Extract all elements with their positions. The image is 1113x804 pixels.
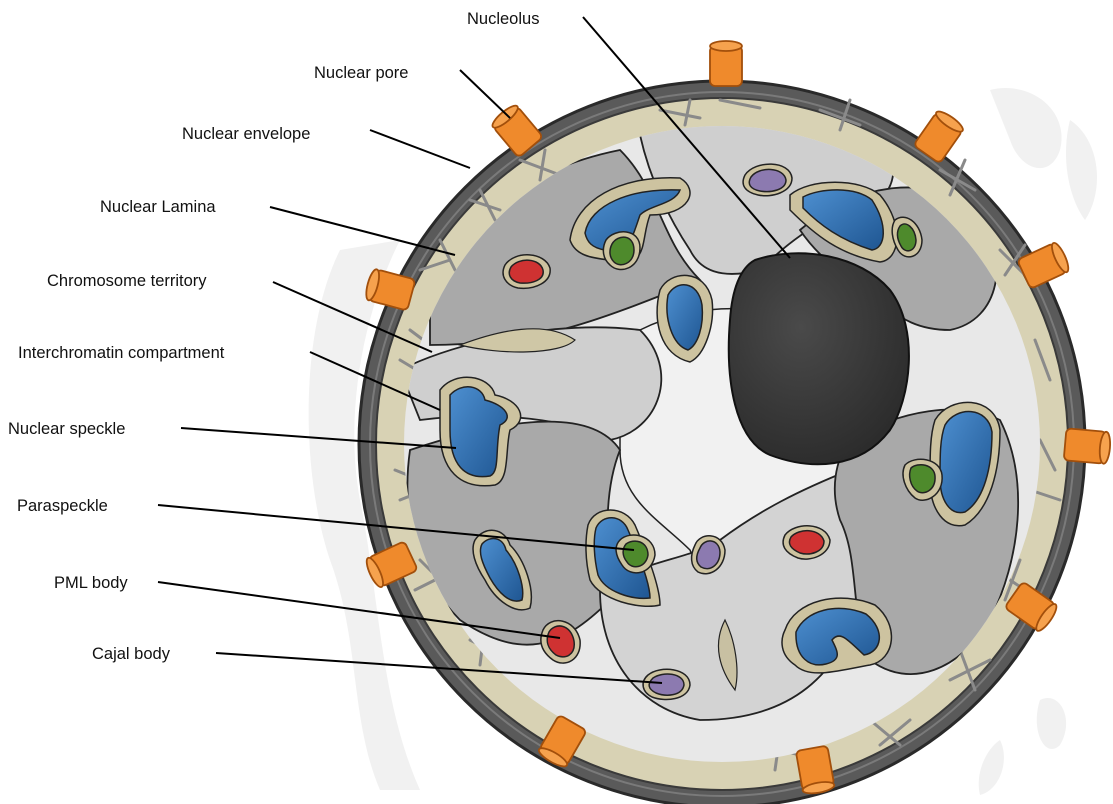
- leader-line-nuclear-pore: [460, 70, 510, 118]
- label-nuclear-envelope: Nuclear envelope: [182, 125, 310, 143]
- leader-line-nuclear-envelope: [370, 130, 470, 168]
- label-interchromatin-compartment: Interchromatin compartment: [18, 344, 225, 362]
- label-pml-body: PML body: [54, 574, 128, 592]
- label-nucleolus: Nucleolus: [467, 10, 539, 28]
- nucleolus: [729, 253, 909, 464]
- label-paraspeckle: Paraspeckle: [17, 497, 108, 515]
- label-chromosome-territory: Chromosome territory: [47, 272, 207, 290]
- label-cajal-body: Cajal body: [92, 645, 171, 663]
- label-nuclear-lamina: Nuclear Lamina: [100, 198, 216, 216]
- label-nuclear-speckle: Nuclear speckle: [8, 420, 125, 438]
- label-nuclear-pore: Nuclear pore: [314, 64, 408, 82]
